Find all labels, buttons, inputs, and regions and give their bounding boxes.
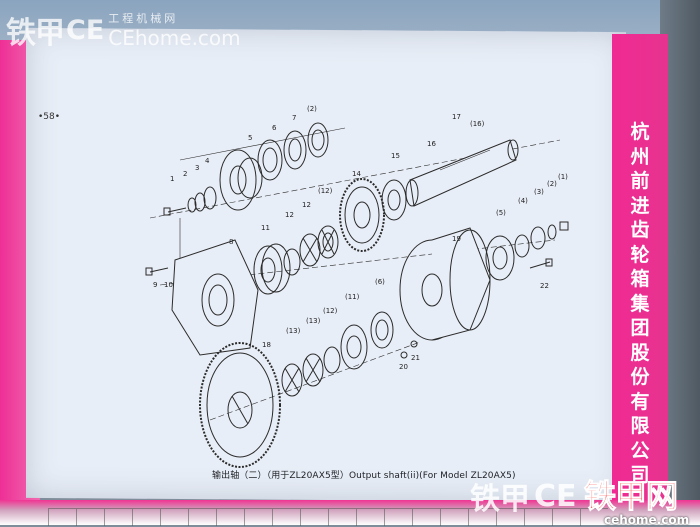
bearing-part-11b [340,324,368,370]
bearing-part-13b [302,353,324,387]
figure-caption: 输出轴（二）（用于ZL20AX5型）Output shaft(ii)(For M… [212,471,516,481]
label-p2: 2 [183,170,187,178]
bearing-part-15 [381,179,407,221]
label-p9: (12) [318,187,333,195]
washer-part-2b [547,224,557,240]
housing-part-19 [399,227,491,341]
ring-part-7 [283,130,307,170]
company-name-vertical: 杭州前进齿轮箱集团股份有限公司 [630,121,650,486]
label-p27: 12 [302,201,311,209]
page-right-band [612,34,668,504]
label-p20: 19 [452,235,461,243]
watermark-bottom: 铁甲 CE [470,474,577,518]
washer-part-20 [400,351,408,359]
ring-part-4 [203,186,217,210]
needle-bearing-part-12b [299,233,321,267]
label-p11: 15 [391,152,400,160]
axis-line-bottom [209,341,421,421]
label-p12: 16 [427,140,436,148]
bearing-part-12 [317,225,339,259]
label-p24: 10 [164,281,173,289]
label-p3: 3 [195,164,199,172]
label-p30: (12) [323,307,338,315]
label-p8: (2) [307,105,317,113]
ring-part-12c [323,346,341,374]
watermark-bottom-latin: CE [534,478,577,514]
nut-part-1b [559,221,569,231]
watermark-top-cn: 铁甲 [6,16,65,51]
label-p23: 9 [153,281,157,289]
bolt-part-1 [163,207,187,216]
label-p22: 8 [229,238,233,246]
gear-part-18 [199,342,281,468]
gear-part-14 [339,178,385,252]
label-p21: 22 [540,282,549,290]
bearing-part-13a [281,363,303,397]
label-p26: 12 [285,211,294,219]
watermark-bottom-cn: 铁甲 [470,482,530,517]
label-p4: 4 [205,157,210,165]
site-logo-url: cehome.com [604,513,690,527]
seal-part-6b [370,311,394,349]
hub-part-5b [485,235,515,281]
ring-part-3b [530,226,546,250]
label-p5: 5 [248,134,252,142]
bottom-table-grid [48,508,608,526]
site-logo: 铁甲网 cehome.com [584,471,696,527]
bolt-part-22 [529,258,553,269]
site-logo-cn: 铁甲网 [584,477,679,516]
label-p34: 20 [399,363,408,371]
flange-part-5 [219,149,263,211]
washer-part-2 [187,197,197,213]
label-p10: 14 [352,170,361,178]
label-p6: 6 [272,124,277,132]
ring-part-12a [283,248,301,276]
watermark-top: 铁甲 CE 工程机械网 CEhome.com [6,8,241,52]
label-p33: 18 [262,341,271,349]
label-p14: (16) [470,120,485,128]
label-p13: 17 [452,113,461,121]
label-p32: (13) [286,327,301,335]
label-p19: (5) [496,209,506,217]
label-p17: (3) [534,188,544,196]
label-p18: (4) [518,197,528,205]
label-p31: (13) [306,317,321,325]
label-p7: 7 [292,114,296,122]
cover-part-8 [171,239,259,356]
shaft-part-17 [405,139,519,207]
part-labels: 1 2 3 4 5 6 7 (2) (12) 14 15 16 17 (16) … [153,105,568,371]
ring-part-2b [307,122,329,158]
label-p28: (6) [375,278,385,286]
label-p1: 1 [170,175,174,183]
nut-part-21 [410,340,418,348]
watermark-top-latin: CE [66,14,105,46]
label-p29: (11) [345,293,360,301]
label-p25: 11 [261,224,270,232]
bearing-part-11 [253,243,291,295]
watermark-top-url: CEhome.com [108,26,241,50]
bolt-part-9 [145,267,169,276]
watermark-top-sub: 工程机械网 [108,12,179,25]
label-p15: (1) [558,173,568,181]
ring-part-3 [194,192,206,212]
label-p35: 21 [411,354,420,362]
seal-part-6 [257,139,283,181]
label-p16: (2) [547,180,557,188]
page-marker: •58• [38,112,61,122]
ring-part-4b [514,234,530,258]
